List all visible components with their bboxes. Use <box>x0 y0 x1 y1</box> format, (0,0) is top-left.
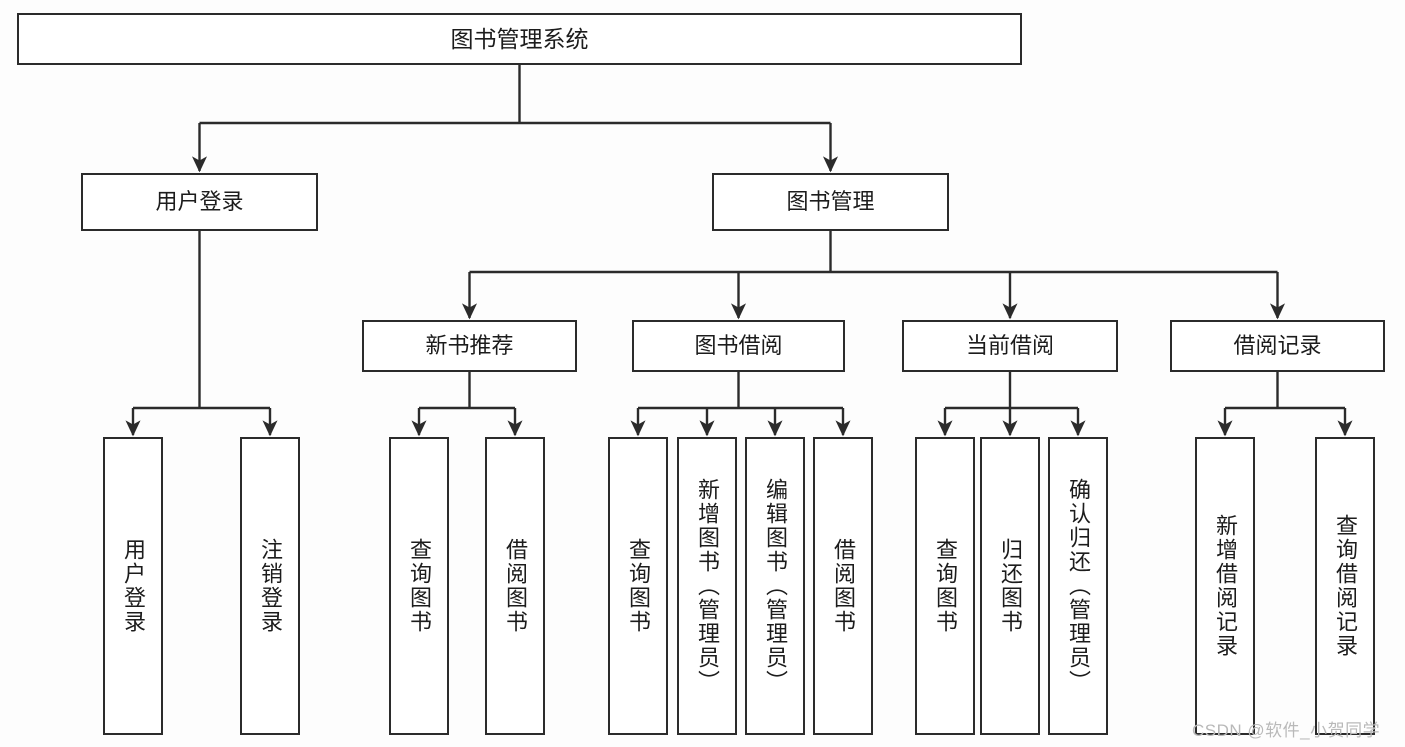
node-label: 查询图书 <box>407 538 432 634</box>
watermark-text: CSDN @软件_小贺同学 <box>1192 721 1381 740</box>
node-book-borrow[interactable]: 图书借阅 <box>632 320 845 372</box>
node-label: 查询借阅记录 <box>1333 514 1358 658</box>
node-label: 图书管理系统 <box>450 25 589 52</box>
node-leaf-confirm-return[interactable]: 确认归还（管理员） <box>1048 437 1108 735</box>
node-borrow-record[interactable]: 借阅记录 <box>1170 320 1385 372</box>
node-leaf-logout[interactable]: 注销登录 <box>240 437 300 735</box>
node-label: 注销登录 <box>258 538 283 634</box>
node-label: 借阅记录 <box>1233 333 1322 359</box>
node-leaf-borrow-book-1[interactable]: 借阅图书 <box>485 437 545 735</box>
node-label: 新增图书（管理员） <box>695 478 720 694</box>
node-leaf-query-record[interactable]: 查询借阅记录 <box>1315 437 1375 735</box>
node-leaf-add-book[interactable]: 新增图书（管理员） <box>677 437 737 735</box>
node-leaf-borrow-book-2[interactable]: 借阅图书 <box>813 437 873 735</box>
node-current-borrow[interactable]: 当前借阅 <box>902 320 1118 372</box>
node-label: 新书推荐 <box>425 333 514 359</box>
node-label: 借阅图书 <box>831 538 856 634</box>
node-label: 确认归还（管理员） <box>1066 478 1091 694</box>
node-label: 查询图书 <box>626 538 651 634</box>
node-label: 编辑图书（管理员） <box>763 478 788 694</box>
node-label: 当前借阅 <box>965 333 1054 359</box>
node-leaf-add-record[interactable]: 新增借阅记录 <box>1195 437 1255 735</box>
node-leaf-query-book-1[interactable]: 查询图书 <box>389 437 449 735</box>
node-book-manage[interactable]: 图书管理 <box>712 173 949 231</box>
node-root[interactable]: 图书管理系统 <box>17 13 1022 65</box>
node-new-book-recommend[interactable]: 新书推荐 <box>362 320 577 372</box>
node-label: 用户登录 <box>155 189 244 215</box>
node-leaf-return-book[interactable]: 归还图书 <box>980 437 1040 735</box>
node-leaf-user-login[interactable]: 用户登录 <box>103 437 163 735</box>
node-label: 图书管理 <box>786 189 875 215</box>
node-leaf-query-book-3[interactable]: 查询图书 <box>915 437 975 735</box>
node-leaf-query-book-2[interactable]: 查询图书 <box>608 437 668 735</box>
node-label: 图书借阅 <box>694 333 783 359</box>
node-label: 新增借阅记录 <box>1213 514 1238 658</box>
node-user-login[interactable]: 用户登录 <box>81 173 318 231</box>
node-label: 归还图书 <box>998 538 1023 634</box>
node-label: 借阅图书 <box>503 538 528 634</box>
node-label: 用户登录 <box>121 538 146 634</box>
node-leaf-edit-book[interactable]: 编辑图书（管理员） <box>745 437 805 735</box>
node-label: 查询图书 <box>933 538 958 634</box>
